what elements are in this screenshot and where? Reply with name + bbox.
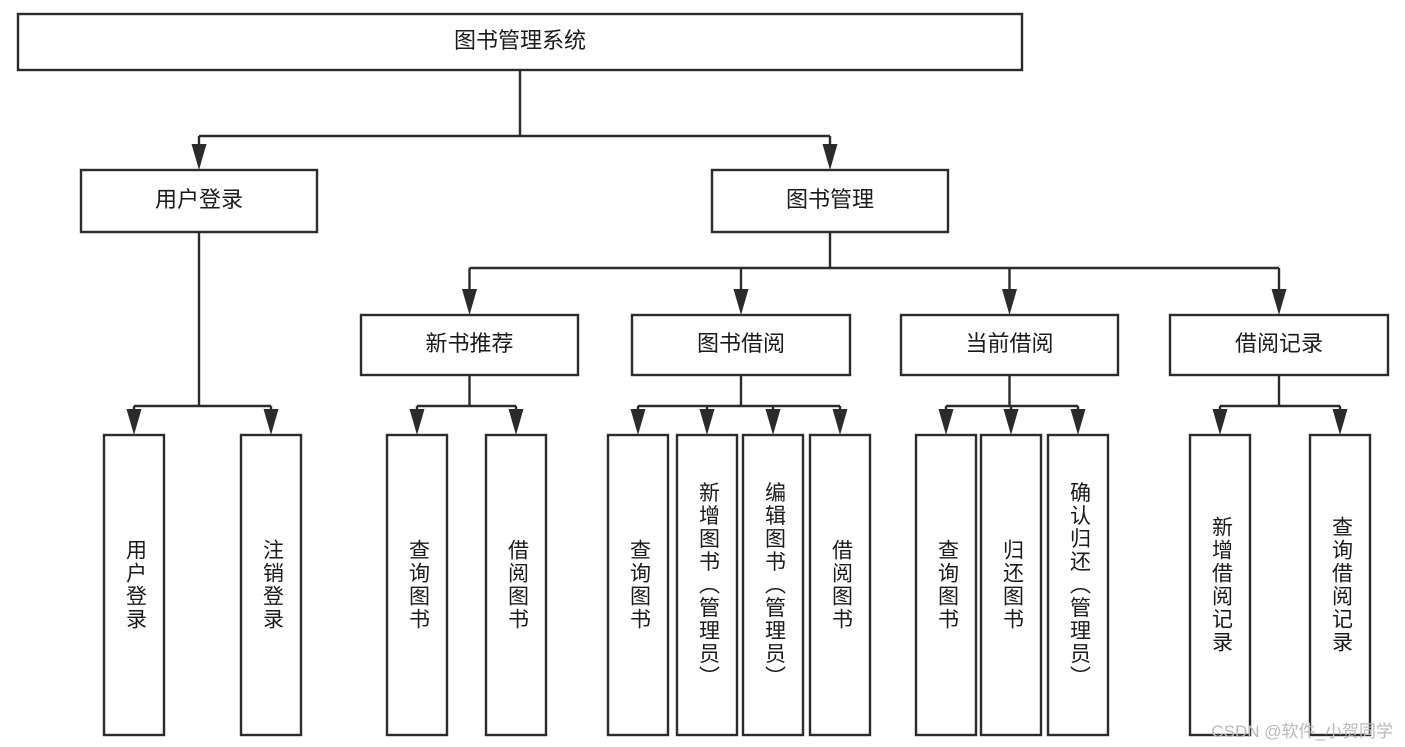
- node-box[interactable]: [385, 433, 449, 737]
- connector-group-borrow: [630, 375, 848, 435]
- node-box[interactable]: [899, 313, 1120, 377]
- node-leaf-current-confirm[interactable]: 确认归还（管理员）: [1046, 433, 1110, 737]
- connector-group-newbook: [409, 375, 524, 435]
- node-leaf-record-add[interactable]: 新增借阅记录: [1188, 433, 1252, 737]
- node-newbook[interactable]: 新书推荐: [359, 313, 580, 377]
- connector-group-current: [938, 375, 1086, 435]
- node-box[interactable]: [741, 433, 805, 737]
- node-label: 查询图书: [627, 539, 651, 631]
- node-box[interactable]: [16, 12, 1024, 72]
- node-box[interactable]: [239, 433, 303, 737]
- node-box[interactable]: [606, 433, 670, 737]
- node-borrow[interactable]: 图书借阅: [630, 313, 852, 377]
- node-box[interactable]: [914, 433, 978, 737]
- arrow-head-icon: [191, 144, 207, 170]
- arrow-head-icon: [822, 144, 838, 170]
- arrow-head-icon: [938, 409, 954, 435]
- node-label: 查询图书: [406, 539, 430, 631]
- node-leaf-new-borrow[interactable]: 借阅图书: [484, 433, 548, 737]
- connector-layer: [126, 70, 1348, 435]
- arrow-head-icon: [1271, 289, 1287, 315]
- node-leaf-borrow-query[interactable]: 查询图书: [606, 433, 670, 737]
- node-box[interactable]: [1188, 433, 1252, 737]
- node-label: 用户登录: [123, 539, 147, 631]
- node-box[interactable]: [808, 433, 872, 737]
- node-label: 确认归还（管理员）: [1067, 482, 1091, 689]
- arrow-head-icon: [1212, 409, 1228, 435]
- arrow-head-icon: [1002, 289, 1017, 315]
- arrow-head-icon: [409, 409, 425, 435]
- node-label: 新书推荐: [425, 331, 513, 356]
- node-leaf-current-query[interactable]: 查询图书: [914, 433, 978, 737]
- arrow-head-icon: [1332, 409, 1348, 435]
- node-box[interactable]: [484, 433, 548, 737]
- node-leaf-borrow-lend[interactable]: 借阅图书: [808, 433, 872, 737]
- node-label: 归还图书: [1000, 539, 1024, 631]
- connector-group-record: [1212, 375, 1348, 435]
- node-box[interactable]: [79, 168, 319, 234]
- node-label: 编辑图书（管理员）: [762, 482, 786, 689]
- node-current[interactable]: 当前借阅: [899, 313, 1120, 377]
- node-label: 借阅记录: [1235, 331, 1323, 356]
- node-leaf-record-query[interactable]: 查询借阅记录: [1308, 433, 1372, 737]
- arrow-head-icon: [765, 409, 781, 435]
- node-label: 新增图书（管理员）: [696, 482, 720, 689]
- node-bookmgmt[interactable]: 图书管理: [710, 168, 950, 234]
- arrow-head-icon: [699, 409, 715, 435]
- node-label: 当前借阅: [965, 331, 1053, 356]
- node-box[interactable]: [1168, 313, 1390, 377]
- arrow-head-icon: [733, 289, 749, 315]
- arrow-head-icon: [462, 289, 477, 315]
- node-box[interactable]: [675, 433, 739, 737]
- arrow-head-icon: [1003, 409, 1019, 435]
- node-label: 借阅图书: [829, 539, 853, 631]
- node-label: 新增借阅记录: [1209, 516, 1233, 654]
- arrow-head-icon: [630, 409, 646, 435]
- arrow-head-icon: [126, 409, 142, 435]
- connector-group-root: [191, 70, 838, 170]
- connector-group-bookmgmt: [462, 232, 1287, 315]
- node-record[interactable]: 借阅记录: [1168, 313, 1390, 377]
- node-label: 图书借阅: [697, 331, 785, 356]
- arrow-head-icon: [832, 409, 848, 435]
- node-leaf-borrow-edit[interactable]: 编辑图书（管理员）: [741, 433, 805, 737]
- node-leaf-user-login[interactable]: 用户登录: [102, 433, 166, 737]
- node-box[interactable]: [630, 313, 852, 377]
- node-label: 用户登录: [155, 187, 243, 212]
- node-label: 查询借阅记录: [1329, 516, 1353, 654]
- node-root[interactable]: 图书管理系统: [16, 12, 1024, 72]
- node-box[interactable]: [102, 433, 166, 737]
- node-leaf-user-logout[interactable]: 注销登录: [239, 433, 303, 737]
- node-label: 注销登录: [260, 539, 284, 631]
- node-label: 图书管理: [786, 187, 874, 212]
- node-box[interactable]: [710, 168, 950, 234]
- node-leaf-new-query[interactable]: 查询图书: [385, 433, 449, 737]
- node-label: 查询图书: [935, 539, 959, 631]
- arrow-head-icon: [1070, 409, 1086, 435]
- node-leaf-current-return[interactable]: 归还图书: [979, 433, 1043, 737]
- node-label: 借阅图书: [505, 539, 529, 631]
- arrow-head-icon: [508, 409, 524, 435]
- node-box[interactable]: [359, 313, 580, 377]
- node-box[interactable]: [1308, 433, 1372, 737]
- connector-group-login: [126, 232, 279, 435]
- node-box[interactable]: [1046, 433, 1110, 737]
- node-layer: 图书管理系统用户登录图书管理新书推荐图书借阅当前借阅借阅记录用户登录注销登录查询…: [16, 12, 1390, 737]
- arrow-head-icon: [263, 409, 279, 435]
- node-leaf-borrow-add[interactable]: 新增图书（管理员）: [675, 433, 739, 737]
- node-login[interactable]: 用户登录: [79, 168, 319, 234]
- node-label: 图书管理系统: [454, 28, 586, 53]
- node-box[interactable]: [979, 433, 1043, 737]
